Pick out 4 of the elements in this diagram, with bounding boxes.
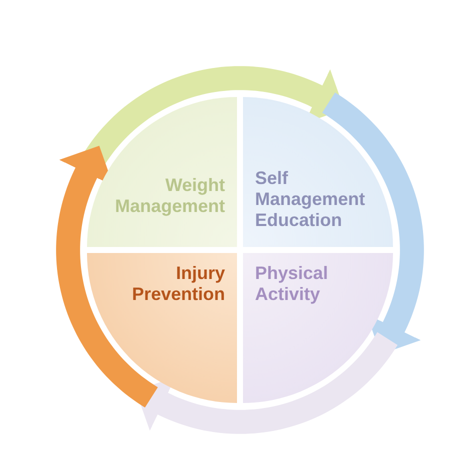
quadrant-label: Weight Management <box>114 175 225 217</box>
quadrant-label: Self Management Education <box>255 168 366 231</box>
quadrant-label: Injury Prevention <box>130 263 225 305</box>
quadrant-label: Physical Activity <box>255 263 330 305</box>
